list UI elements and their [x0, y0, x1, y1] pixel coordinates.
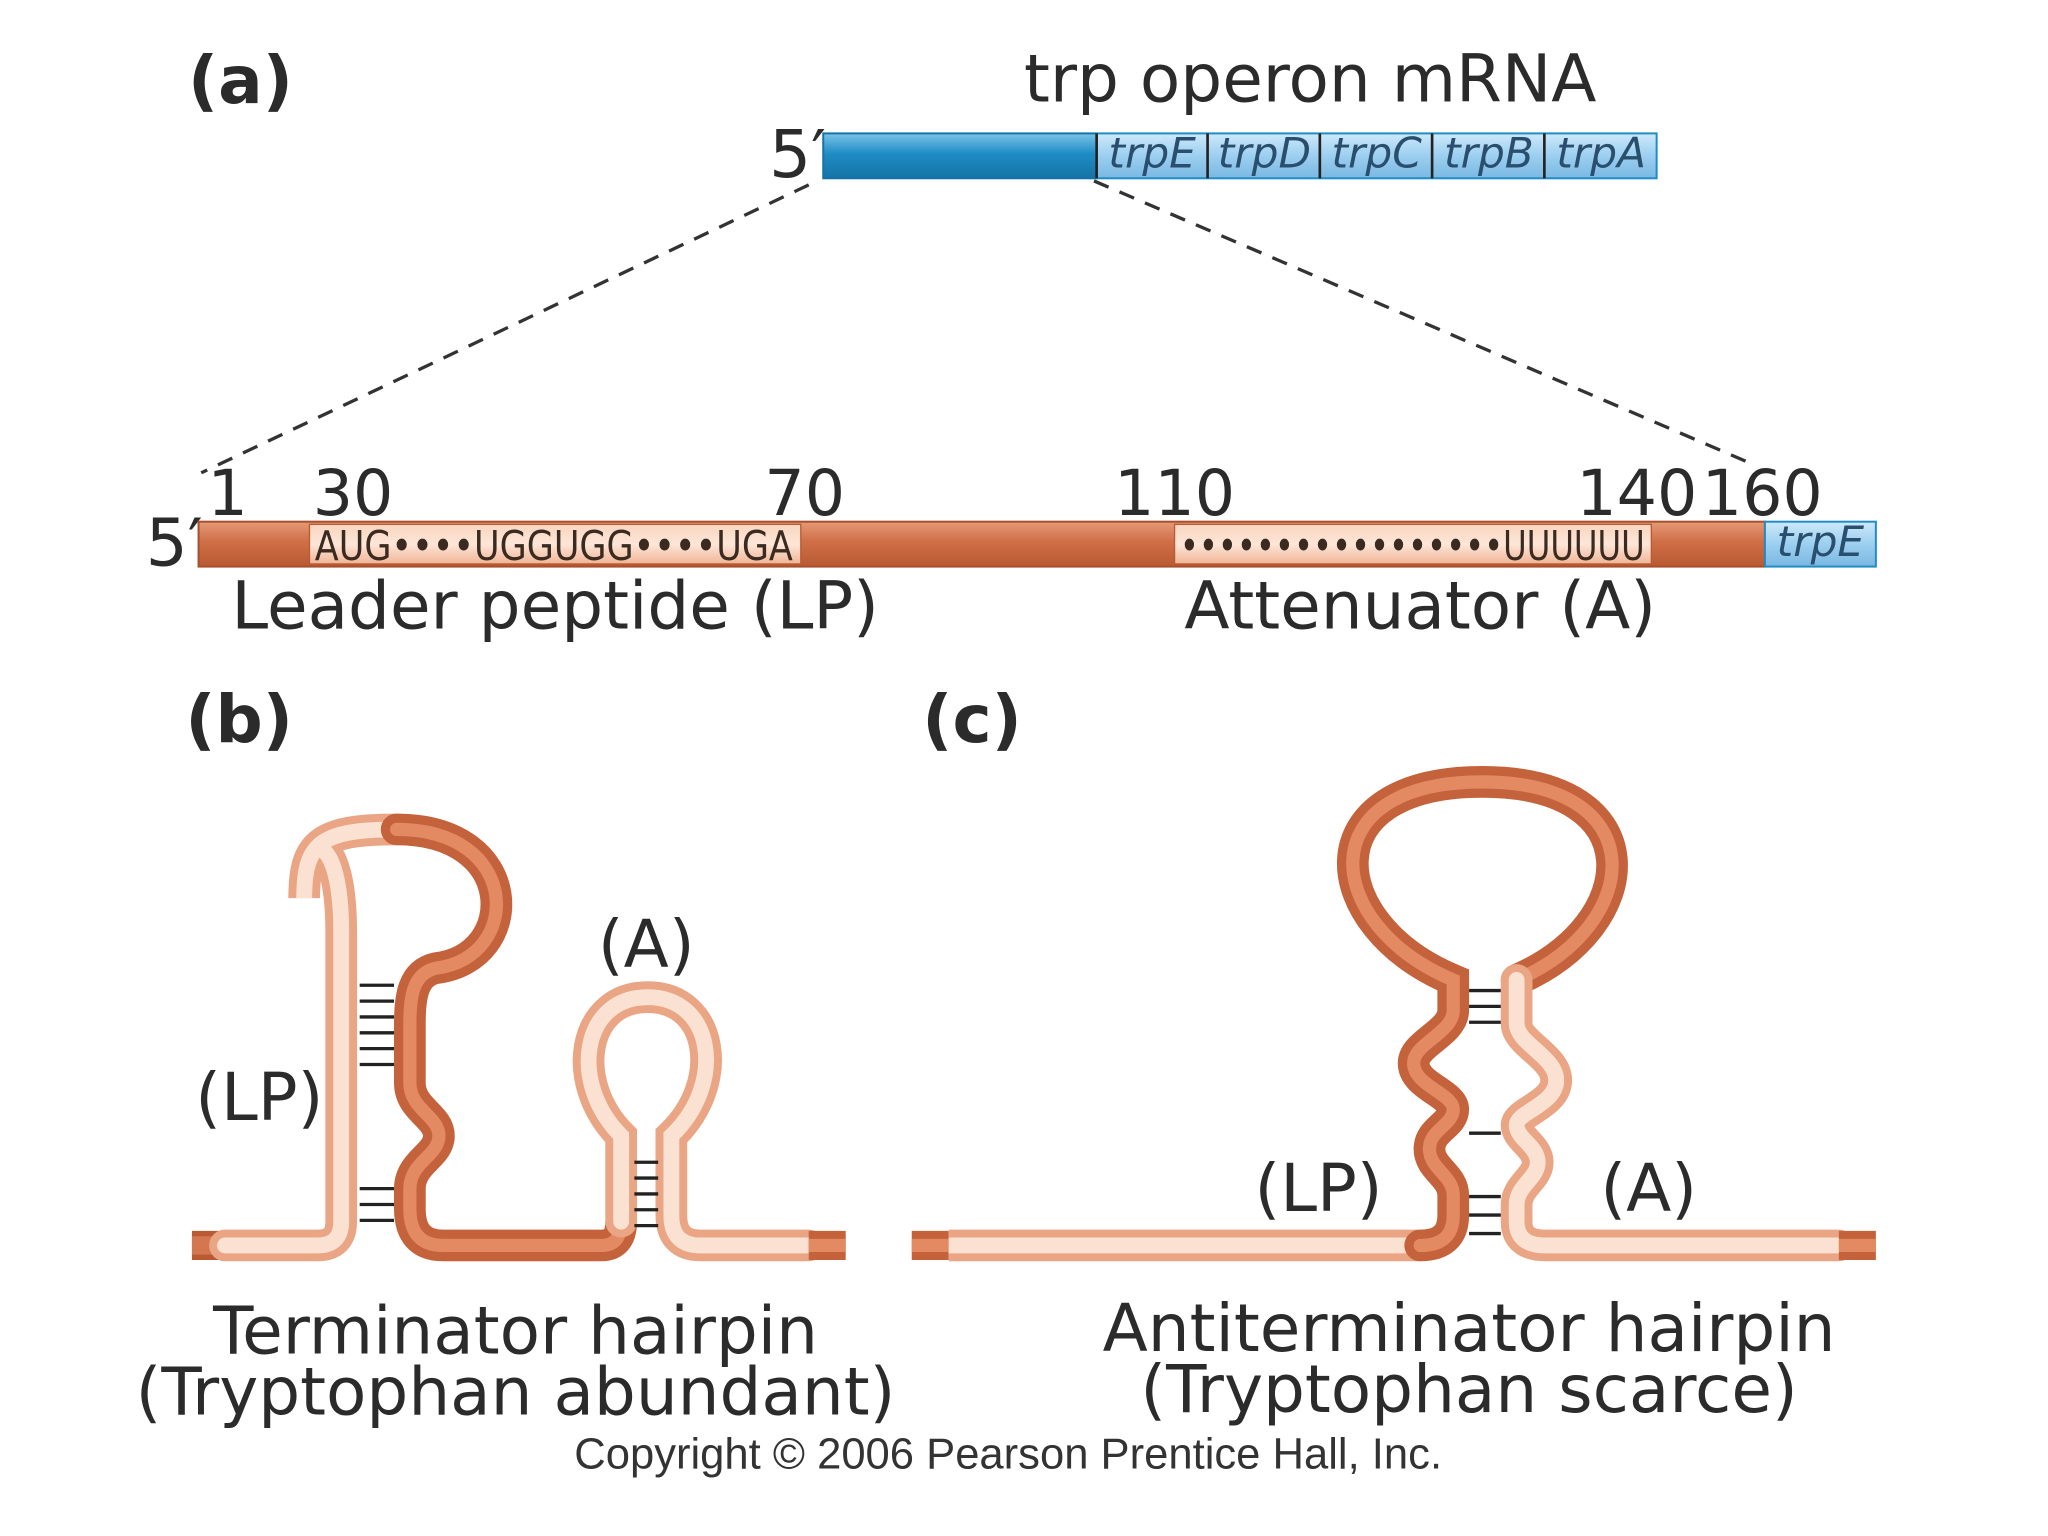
gene-trpB: trpB	[1444, 129, 1534, 178]
operon-mrna-bar: trpE trpD trpC trpB trpA	[822, 129, 1658, 180]
leader-peptide-segment	[308, 523, 802, 565]
antiterminator-hairpin-structure	[911, 766, 1876, 1262]
operon-title: trp operon mRNA	[1024, 41, 1596, 118]
structural-genes-bar	[1095, 132, 1658, 180]
attenuator-sequence: •••••••••••••••••UUUUUU	[1180, 522, 1645, 570]
panel-a-label: (a)	[188, 42, 293, 119]
attenuator-label: Attenuator (A)	[1184, 568, 1656, 645]
antiterminator-caption-line1: Antiterminator hairpin	[1103, 1290, 1836, 1367]
leader-region-bar	[822, 132, 1098, 180]
copyright-notice: Copyright © 2006 Pearson Prentice Hall, …	[574, 1431, 1442, 1479]
position-160: 160	[1702, 456, 1823, 530]
panel-b-lp-label: (LP)	[195, 1059, 323, 1136]
five-prime-top-label: 5′	[769, 116, 826, 193]
region-2-3-strand-c	[1337, 766, 1628, 1262]
attenuator-segment	[1173, 523, 1653, 565]
zoom-line-left	[200, 183, 810, 475]
panel-c-a-label: (A)	[1600, 1150, 1697, 1227]
panel-c-lp-label: (LP)	[1254, 1150, 1382, 1227]
trpE-bar-label: trpE	[1777, 517, 1865, 566]
gene-trpC: trpC	[1332, 129, 1423, 178]
gene-trpA: trpA	[1556, 129, 1646, 178]
five-prime-bottom-label: 5′	[146, 504, 203, 581]
panel-b-a-label: (A)	[598, 906, 695, 983]
leader-peptide-sequence: AUG••••UGGUGG••••UGA	[315, 522, 793, 570]
panel-c-label: (c)	[922, 681, 1021, 758]
leader-mrna-bar: AUG••••UGGUGG••••UGA •••••••••••••••••UU…	[197, 517, 1877, 570]
gene-trpE: trpE	[1108, 129, 1196, 178]
antiterminator-caption-line2: (Tryptophan scarce)	[1140, 1351, 1797, 1428]
terminator-caption-line1: Terminator hairpin	[212, 1293, 818, 1370]
panel-b-label: (b)	[185, 681, 293, 758]
zoom-line-right	[1093, 179, 1756, 467]
position-110: 110	[1114, 456, 1235, 530]
terminator-hairpin-structure	[191, 813, 846, 1262]
leader-peptide-label: Leader peptide (LP)	[231, 568, 879, 645]
base-pairs-b	[359, 983, 659, 1228]
base-pairs-c	[1469, 988, 1501, 1236]
trpE-start-segment	[1763, 520, 1877, 568]
position-70: 70	[764, 456, 845, 530]
gene-trpD: trpD	[1218, 129, 1311, 178]
position-1: 1	[207, 456, 247, 530]
terminator-caption-line2: (Tryptophan abundant)	[136, 1353, 896, 1430]
position-140: 140	[1576, 456, 1697, 530]
position-30: 30	[313, 456, 394, 530]
